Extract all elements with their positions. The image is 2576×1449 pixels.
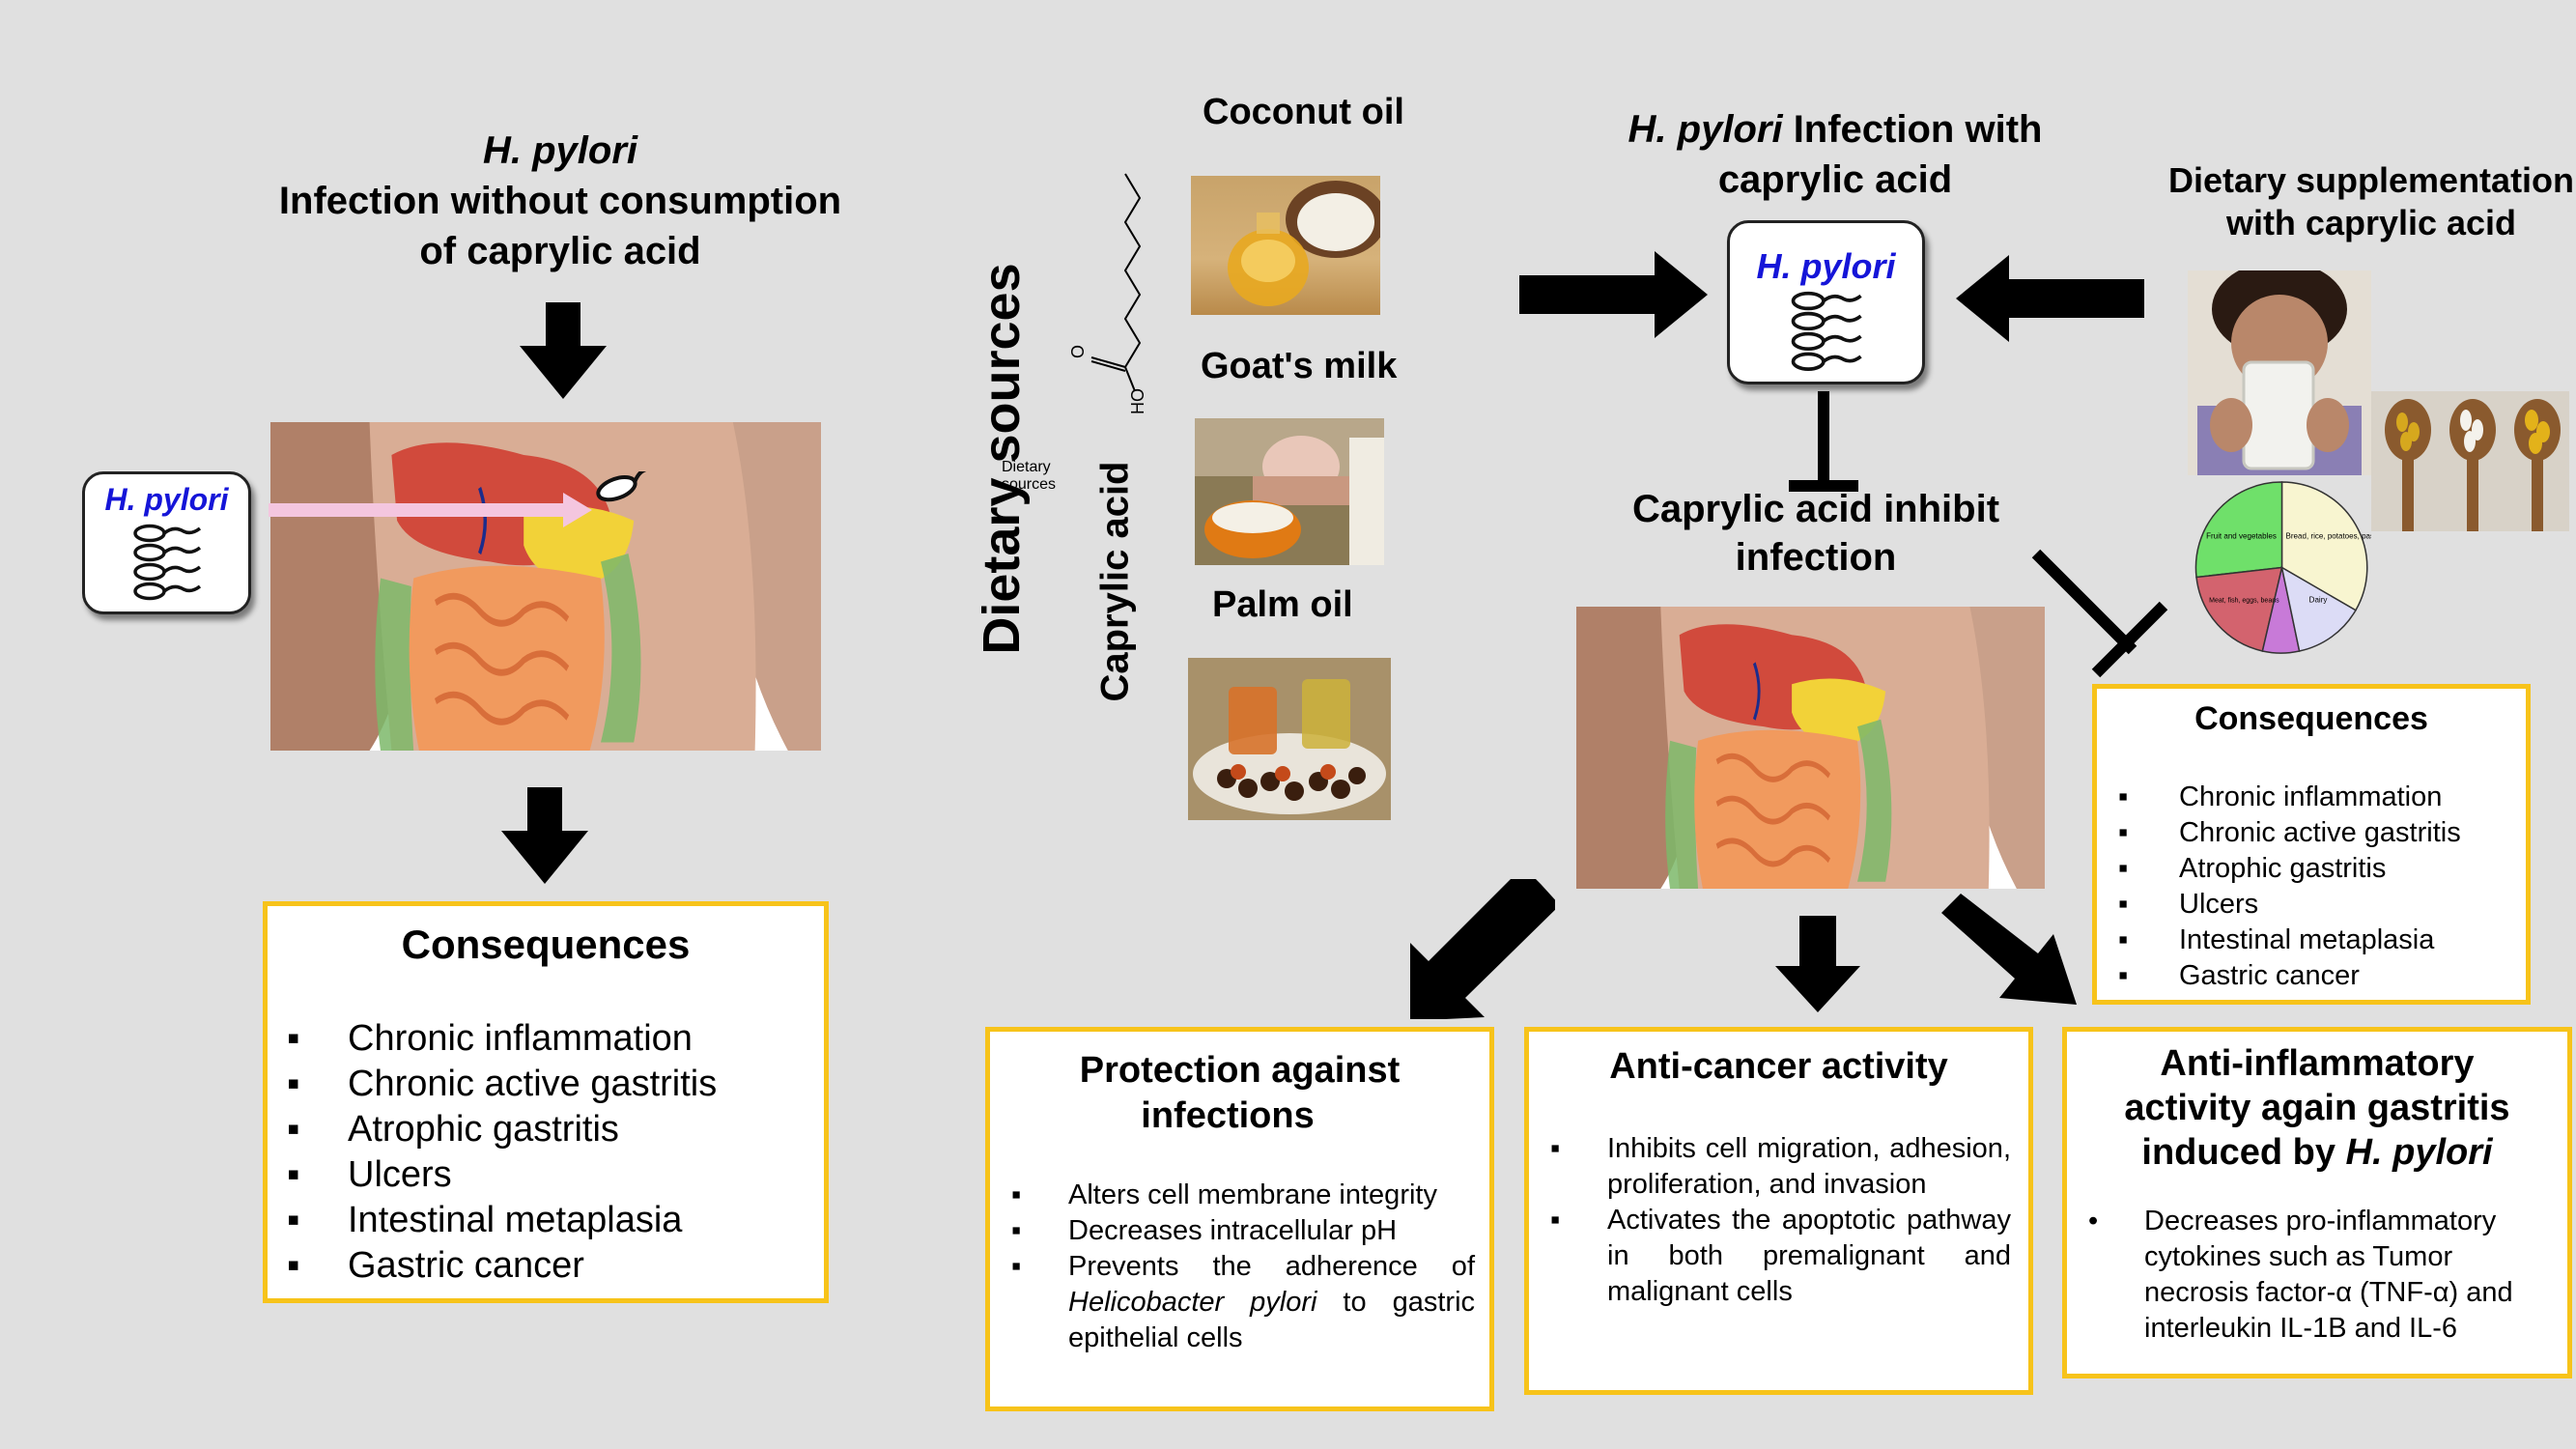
anticancer-list: Inhibits cell migration, adhesion, proli… [1529,1131,2028,1310]
center-title-hpylori: H. pylori [1628,108,1783,151]
goats-milk-image [1195,418,1384,565]
left-title: H. pylori Infection without consumption … [222,126,898,276]
list-item: Inhibits cell migration, adhesion, proli… [1529,1131,2011,1203]
anticancer-title: Anti-cancer activity [1609,1046,1948,1087]
coconut-oil-image [1191,176,1380,315]
list-item: Intestinal metaplasia [2097,923,2526,958]
list-item: Atrophic gastritis [268,1107,824,1152]
infection-arrow [269,471,655,527]
protection-item3-line2: Helicobacter pylori to gastric [1068,1285,1475,1321]
supplement-title-line2: with caprylic acid [2225,203,2517,242]
center-hpylori-box: H. pylori [1727,220,1925,384]
antiinflammatory-title-a: induced by [2141,1132,2346,1173]
right-consequences-box: Consequences Chronic inflammation Chroni… [2092,684,2531,1005]
list-item: Alters cell membrane integrity [990,1178,1475,1213]
left-title-line2: Infection without consumption [278,180,842,222]
inhibit-bar-diagonal [2031,549,2168,678]
coconut-oil-label: Coconut oil [1203,92,1404,132]
protection-item3-a: Prevents the adherence of [1068,1251,1475,1282]
dietary-sources-rotated: Dietary sources [972,263,1032,654]
supplement-title-line1: Dietary supplementation [2167,160,2575,200]
center-title-line1: H. pylori Infection with [1545,104,2125,155]
left-consequences-title: Consequences [401,922,691,967]
dietary-sources-text: Dietary sources [973,263,1031,655]
list-item: Ulcers [268,1152,824,1198]
left-consequences-list: Chronic inflammation Chronic active gast… [268,1016,824,1289]
protection-title-line1: Protection against [1079,1050,1401,1091]
antiinflammatory-title-line1: Anti-inflammatory [2160,1043,2475,1084]
inhibit-line2: infection [1735,536,1897,579]
pie-label-bread: Bread, rice, potatoes, pasta [2286,531,2371,540]
list-item: Activates the apoptotic pathway in both … [1529,1203,2011,1310]
bacteria-icon [132,524,202,601]
inhibit-line1: Caprylic acid inhibit [1631,488,2000,530]
supplements-spoons-image [2371,391,2569,531]
list-item: Prevents the adherence of Helicobacter p… [990,1249,1475,1356]
arrow-left-to-hpylori [1956,255,2144,342]
caprylic-acid-rotated: Caprylic acid [1094,461,1138,701]
arrow-to-antiinflammatory [1941,894,2077,1005]
right-consequences-list: Chronic inflammation Chronic active gast… [2097,780,2526,994]
list-item: Intestinal metaplasia [268,1198,824,1243]
inhibit-text: Caprylic acid inhibit infection [1574,485,2057,582]
center-hpylori-label: H. pylori [1756,246,1896,286]
left-arrow-down-1 [520,302,607,399]
list-item: Gastric cancer [2097,958,2526,994]
list-item: Atrophic gastritis [2097,851,2526,887]
protection-title-line2: infections [1141,1095,1315,1136]
protection-item3-line3: epithelial cells [1068,1322,1243,1353]
arrow-to-protection [1410,879,1555,1019]
center-torso-image [1576,607,2045,889]
left-consequences-box: Consequences Chronic inflammation Chroni… [263,901,829,1303]
left-arrow-down-2 [501,787,588,884]
list-item: Chronic active gastritis [2097,815,2526,851]
caprylic-acid-label: Caprylic acid [1093,461,1137,702]
palm-oil-label: Palm oil [1212,584,1353,625]
antiinflammatory-box: Anti-inflammatory activity again gastrit… [2062,1027,2572,1378]
center-title-line2: caprylic acid [1717,158,1953,201]
arrow-right-to-hpylori [1519,251,1708,338]
antiinflammatory-title-line3: induced by H. pylori [2067,1130,2567,1175]
food-pie-chart: Fruit and vegetables Bread, rice, potato… [2194,481,2371,654]
left-title-hpylori: H. pylori [482,129,638,172]
arrow-to-anticancer [1775,916,1860,1012]
protection-item3-line1: Prevents the adherence of [1068,1249,1475,1285]
antiinflammatory-list: Decreases pro-inflammatory cytokines suc… [2067,1204,2567,1347]
list-item: Ulcers [2097,887,2526,923]
bacteria-icon [1791,291,1862,371]
protection-title: Protection against infections [990,1048,1489,1139]
protection-item3-rest: to gastric [1316,1287,1476,1318]
left-hpylori-box: H. pylori [82,471,251,614]
list-item: Chronic active gastritis [268,1062,824,1107]
palm-oil-image [1188,658,1391,820]
supplement-title: Dietary supplementation with caprylic ac… [2154,159,2576,244]
anticancer-box: Anti-cancer activity Inhibits cell migra… [1524,1027,2033,1395]
pie-label-dairy: Dairy [2309,596,2328,605]
antiinflammatory-title-italic: H. pylori [2345,1132,2493,1173]
center-title-rest: Infection with [1782,108,2043,151]
list-item: Chronic inflammation [268,1016,824,1062]
list-item: Decreases intracellular pH [990,1213,1475,1249]
goats-milk-label: Goat's milk [1201,346,1398,386]
center-title: H. pylori Infection with caprylic acid [1545,104,2125,205]
caprylic-acid-structure: O HO [1068,173,1147,414]
left-torso-image [270,422,821,751]
list-item: Chronic inflammation [2097,780,2526,815]
left-title-line3: of caprylic acid [419,230,701,272]
list-item: Decreases pro-inflammatory cytokines suc… [2067,1204,2546,1347]
pie-label-meat: Meat, fish, eggs, beans [2209,598,2279,605]
antiinflammatory-title-line2: activity again gastritis [2124,1088,2510,1128]
inhibit-bar-down [1789,391,1858,492]
protection-list: Alters cell membrane integrity Decreases… [990,1178,1489,1356]
antiinflammatory-title: Anti-inflammatory activity again gastrit… [2067,1041,2567,1175]
left-hpylori-label: H. pylori [104,482,229,517]
right-consequences-title: Consequences [2194,700,2428,737]
protection-box: Protection against infections Alters cel… [985,1027,1494,1411]
protection-item3-italic: Helicobacter pylori [1068,1287,1317,1318]
list-item: Gastric cancer [268,1243,824,1289]
atom-ho: HO [1128,388,1147,414]
pie-label-fruit: Fruit and vegetables [2206,531,2277,540]
girl-milk-image [2188,270,2371,475]
atom-o: O [1068,345,1088,358]
